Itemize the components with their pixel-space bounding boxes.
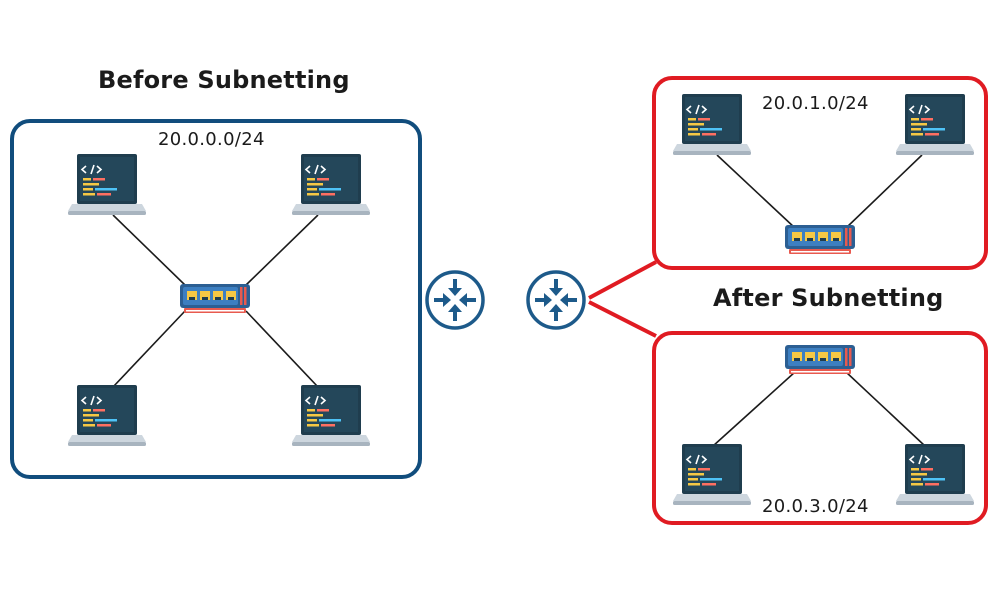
laptop-icon	[672, 93, 752, 156]
laptop-icon	[672, 443, 752, 506]
switch-icon	[180, 284, 250, 313]
laptop-icon	[291, 384, 371, 447]
before-links	[112, 214, 319, 388]
subnet-1-links	[716, 154, 923, 229]
laptop-icon	[67, 153, 147, 216]
router-icon	[526, 270, 586, 330]
switch-icon	[785, 225, 855, 254]
laptop-icon	[67, 384, 147, 447]
laptop-icon	[895, 93, 975, 156]
router-icon	[425, 270, 485, 330]
subnet-2-box	[652, 331, 988, 525]
laptop-icon	[895, 443, 975, 506]
laptop-icon	[291, 153, 371, 216]
before-network-box	[10, 119, 422, 479]
subnet-1-label: 20.0.1.0/24	[762, 93, 869, 114]
subnet-1-box	[652, 76, 988, 270]
subnet-2-label: 20.0.3.0/24	[762, 496, 869, 517]
after-title: After Subnetting	[713, 284, 944, 312]
after-router-links	[588, 260, 657, 338]
switch-icon	[785, 345, 855, 374]
before-title: Before Subnetting	[98, 66, 350, 94]
before-network-label: 20.0.0.0/24	[158, 129, 265, 150]
subnet-2-links	[712, 371, 926, 447]
